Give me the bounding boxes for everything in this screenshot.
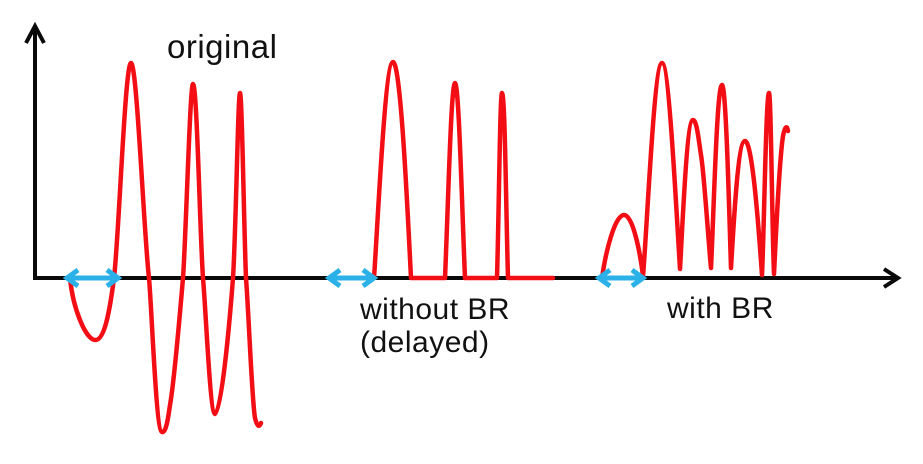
x-axis-arrowhead-icon [882,267,902,289]
original-signal-curve [67,60,264,435]
without-br-label-line1: without BR [360,293,511,326]
without-br-signal-curve [371,59,556,281]
delay-arrow-without-br-icon [324,267,379,289]
without-br-label-line2: (delayed) [360,326,490,359]
with-br-signal-curve [599,60,791,281]
y-axis-arrowhead-icon [24,21,46,44]
original-label: original [167,28,278,65]
delay-arrow-with-br-icon [594,267,648,289]
delay-arrow-original-icon [62,267,123,289]
without-br-label: without BR (delayed) [360,293,510,359]
with-br-label: with BR [667,292,774,325]
